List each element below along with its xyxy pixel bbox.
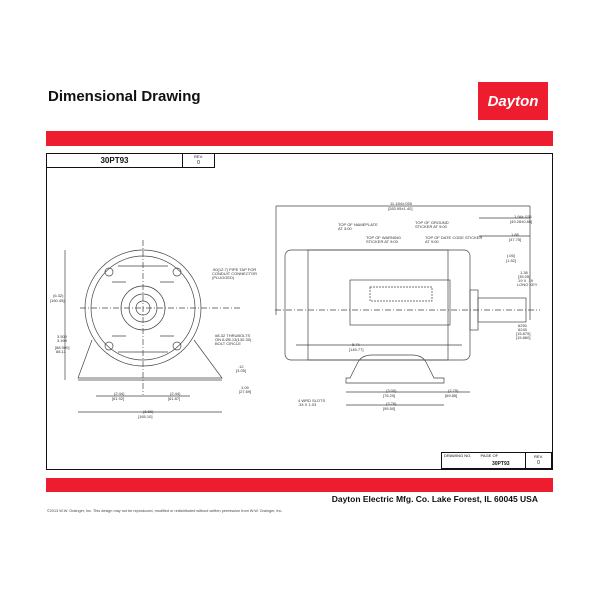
dimension-label: BOLT CIRCLE [215, 341, 241, 346]
drawing-frame [46, 153, 553, 470]
dimension-label: 1.94±.034 [514, 214, 533, 219]
dimension-label: LONG KEY [517, 282, 538, 287]
page-title: Dimensional Drawing [48, 88, 201, 105]
dimension-label: (2.44) [170, 391, 181, 396]
dimension-label: 5.74 [352, 342, 361, 347]
dimension-label: (2.44) [114, 391, 125, 396]
bottom-rev-cell: REV. 0 [525, 452, 552, 469]
page-of-label: PAGE OF [480, 453, 499, 458]
drawing-no-label: DRAWING NO. [444, 453, 472, 458]
dimension-label: 1.09 [241, 385, 250, 390]
dimension-label: [3.05] [236, 368, 246, 373]
copyright-notice: ©2013 W.W. Grainger, Inc. This design ma… [47, 509, 283, 513]
bottom-rev-value: 0 [537, 460, 540, 466]
dimension-label: [61.92] [112, 396, 124, 401]
header-red-bar [46, 131, 553, 146]
dimension-label: STICKER AT 9:00 [415, 224, 448, 229]
dimension-label: .34 X 1.03 [298, 402, 317, 407]
dimension-label: (6.50) [143, 409, 154, 414]
dimension-label: 4 WRD SLOTS [298, 398, 325, 403]
dimension-label: 1.38 [520, 270, 529, 275]
dimension-label: 6250 [518, 323, 528, 328]
dimension-label: #8-32 THRUBOLTS [215, 333, 251, 338]
dimension-label: [49.28±0.86] [510, 219, 532, 224]
dimension-label: CONDUIT CONNECTOR [212, 271, 257, 276]
dimension-label: [145.77] [349, 347, 363, 352]
side-view-labels: 11.184±.055 [283.95±1.40] TOP OF NAMEPLA… [298, 201, 538, 411]
dimension-label: 88.11 [56, 349, 66, 354]
rev-label: REV. [194, 154, 203, 159]
dimension-label: [76.20] [383, 393, 395, 398]
dimension-label: [95.50] [383, 406, 395, 411]
dimension-label: [283.95±1.40] [388, 206, 412, 211]
dimension-label: ON A Ø5.13(130.30) [215, 337, 252, 342]
dimension-label: .19 X .19 [517, 278, 534, 283]
dimension-label: [47.75] [509, 237, 521, 242]
dimension-label: TOP OF WARNING [366, 235, 401, 240]
dimension-label: [88.900] [55, 345, 69, 350]
dimension-label: .50(12.7) PIPE TAP FOR [212, 267, 256, 272]
dimension-label: TOP OF NAMEPLATE [338, 222, 378, 227]
dimension-label: [27.69] [239, 389, 251, 394]
footer-red-bar [46, 478, 553, 492]
side-view [275, 205, 540, 406]
dimension-label: [15.875] [516, 331, 530, 336]
dimension-label: [69.85] [445, 393, 457, 398]
dimension-label: [1.52] [506, 258, 516, 263]
dayton-logo: Dayton [478, 82, 548, 120]
dimension-label: 11.184±.055 [390, 201, 413, 206]
dimension-label: 6245 [518, 327, 528, 332]
dimension-label: [.06] [507, 253, 515, 258]
dimension-label: [165.10] [138, 414, 152, 419]
dimension-label: TOP OF DATE CODE STICKER [425, 235, 482, 240]
dimension-label: AT 9:00 [425, 239, 439, 244]
front-view [64, 240, 240, 413]
bottom-rev-label: REV. [534, 454, 543, 459]
dimension-label: .12 [238, 364, 244, 369]
dimension-label: [61.87] [168, 396, 180, 401]
rev-value: 0 [197, 160, 200, 166]
dimension-label: STICKER AT 9:00 [366, 239, 399, 244]
dimension-label: [160.45] [50, 298, 64, 303]
dimension-label: TOP OF GROUND [415, 220, 449, 225]
dimension-label: [35.05] [518, 274, 530, 279]
front-view-labels: (6.32) [160.45] 3.500 3.499 [88.900] 88.… [50, 267, 257, 419]
dimension-label: (3.76) [386, 401, 397, 406]
dimension-label: 3.499 [57, 338, 68, 343]
dimension-label: (2.75) [448, 388, 459, 393]
dimension-label: 1.88 [511, 232, 520, 237]
rev-cell: REV. 0 [182, 153, 215, 168]
dimension-label: (3.00) [386, 388, 397, 393]
company-address: Dayton Electric Mfg. Co. Lake Forest, IL… [331, 494, 538, 504]
dimension-label: 3.500 [57, 334, 68, 339]
dimension-label: AT 3:00 [338, 226, 352, 231]
drawing-no: 30PT93 [492, 461, 510, 467]
dimension-label: (6.32) [53, 293, 64, 298]
dimension-label: (PLUGGED) [212, 275, 235, 280]
dimension-label: [15.860] [516, 335, 530, 340]
